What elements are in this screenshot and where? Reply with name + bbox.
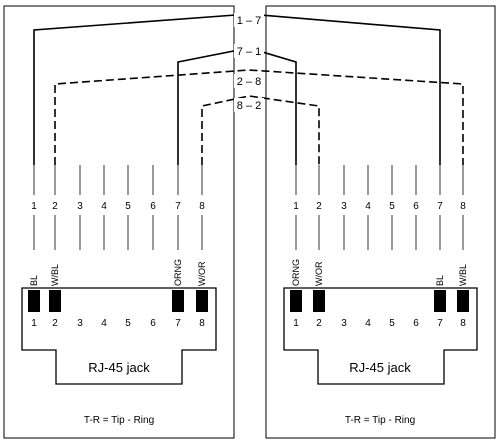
right-jack-pin-6: 6 (413, 318, 419, 329)
right-pin-contacts (290, 290, 469, 312)
left-contact-pin-2 (49, 290, 61, 312)
left-top-pin-7: 7 (175, 201, 181, 212)
right-legend: T-R = Tip - Ring (345, 415, 415, 426)
left-contact-pin-1 (28, 290, 40, 312)
left-pin-leads (33, 165, 203, 250)
right-jack-pin-1: 1 (293, 318, 299, 329)
left-jack-pin-7: 7 (175, 318, 181, 329)
right-color-label-pin-2: W/OR (314, 261, 324, 286)
right-top-pin-4: 4 (365, 201, 371, 212)
left-top-pin-6: 6 (150, 201, 156, 212)
left-color-label-pin-8: W/OR (197, 261, 207, 286)
right-jack-pin-3: 3 (341, 318, 347, 329)
right-pin-numbers-jack: 1 2 3 4 5 6 7 8 (293, 318, 466, 329)
left-jack-pin-2: 2 (52, 318, 58, 329)
crossover-label-8-2: 8 – 2 (237, 100, 261, 112)
right-top-pin-3: 3 (341, 201, 347, 212)
left-pin-numbers-jack: 1 2 3 4 5 6 7 8 (31, 318, 205, 329)
left-jack-pin-4: 4 (101, 318, 107, 329)
left-color-label-pin-2: W/BL (50, 264, 60, 286)
right-color-label-pin-7: BL (435, 275, 445, 286)
right-top-pin-1: 1 (293, 201, 299, 212)
crossover-label-1-7: 1 – 7 (237, 15, 261, 27)
right-panel: 1 2 3 4 5 6 7 8 ORNG W/OR BL W/BL 1 2 3 … (283, 165, 478, 426)
left-top-pin-1: 1 (31, 201, 37, 212)
right-jack-pin-4: 4 (365, 318, 371, 329)
left-jack-label: RJ-45 jack (88, 360, 150, 375)
right-jack-label: RJ-45 jack (349, 360, 411, 375)
left-jack-pin-3: 3 (77, 318, 83, 329)
crossover-label-2-8: 2 – 8 (237, 76, 261, 88)
right-pin-leads (295, 165, 464, 250)
right-jack-pin-5: 5 (389, 318, 395, 329)
right-top-pin-5: 5 (389, 201, 395, 212)
left-jack-pin-8: 8 (199, 318, 205, 329)
left-jack-pin-1: 1 (31, 318, 37, 329)
right-contact-pin-1 (290, 290, 302, 312)
left-top-pin-8: 8 (199, 201, 205, 212)
left-top-pin-3: 3 (77, 201, 83, 212)
right-pin-numbers-top: 1 2 3 4 5 6 7 8 (293, 201, 466, 212)
left-color-label-pin-1: BL (29, 275, 39, 286)
left-color-label-pin-7: ORNG (173, 259, 183, 286)
left-top-pin-5: 5 (125, 201, 131, 212)
left-pin-numbers-top: 1 2 3 4 5 6 7 8 (31, 201, 205, 212)
right-top-pin-6: 6 (413, 201, 419, 212)
left-jack-pin-5: 5 (125, 318, 131, 329)
right-jack-pin-7: 7 (437, 318, 443, 329)
left-pin-contacts (28, 290, 208, 312)
left-rj45-jack (21, 287, 217, 385)
right-contact-pin-8 (457, 290, 469, 312)
left-jack-pin-6: 6 (150, 318, 156, 329)
right-contact-pin-7 (434, 290, 446, 312)
left-color-labels: BL W/BL ORNG W/OR (29, 259, 207, 286)
right-jack-pin-2: 2 (316, 318, 322, 329)
right-top-pin-8: 8 (460, 201, 466, 212)
right-jack-pin-8: 8 (460, 318, 466, 329)
left-legend: T-R = Tip - Ring (84, 415, 154, 426)
right-contact-pin-2 (313, 290, 325, 312)
left-top-pin-4: 4 (101, 201, 107, 212)
crossover-label-7-1: 7 – 1 (237, 46, 261, 58)
left-top-pin-2: 2 (52, 201, 58, 212)
right-rj45-jack (283, 287, 478, 385)
left-contact-pin-7 (172, 290, 184, 312)
crossover-labels: 1 – 7 7 – 1 2 – 8 8 – 2 (234, 13, 264, 112)
left-panel: 1 2 3 4 5 6 7 8 BL W/BL ORNG W/OR 1 2 3 … (21, 165, 217, 426)
right-color-label-pin-1: ORNG (291, 259, 301, 286)
wire-2-8 (54, 69, 464, 165)
right-top-pin-7: 7 (437, 201, 443, 212)
wire-8-2 (201, 95, 320, 165)
right-top-pin-2: 2 (316, 201, 322, 212)
right-color-label-pin-8: W/BL (458, 264, 468, 286)
right-color-labels: ORNG W/OR BL W/BL (291, 259, 468, 286)
left-contact-pin-8 (196, 290, 208, 312)
